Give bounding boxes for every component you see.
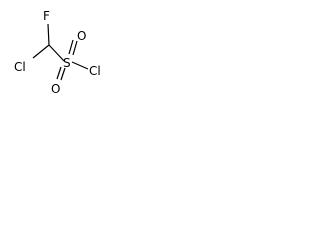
atom-o-bottom-label: O bbox=[51, 82, 60, 96]
atom-o-top-label: O bbox=[77, 29, 86, 43]
bond-c-f bbox=[47, 23, 50, 46]
atom-cl-right-label: Cl bbox=[89, 64, 101, 78]
bond-s-o-bottom-1 bbox=[56, 66, 62, 80]
bond-c-cl-left bbox=[32, 44, 50, 59]
atom-cl-left-label: Cl bbox=[14, 60, 26, 74]
bond-s-o-top-2 bbox=[72, 40, 78, 56]
bond-s-cl-right bbox=[71, 61, 89, 70]
atom-s-label: S bbox=[63, 56, 71, 70]
bond-c-s bbox=[48, 44, 65, 62]
structure-canvas: F Cl S O O Cl bbox=[0, 0, 130, 112]
bond-s-o-top-1 bbox=[68, 39, 74, 55]
molecule-structure: F Cl S O O Cl bbox=[14, 9, 101, 96]
atom-f-label: F bbox=[43, 9, 50, 23]
bond-s-o-bottom-2 bbox=[60, 67, 66, 81]
